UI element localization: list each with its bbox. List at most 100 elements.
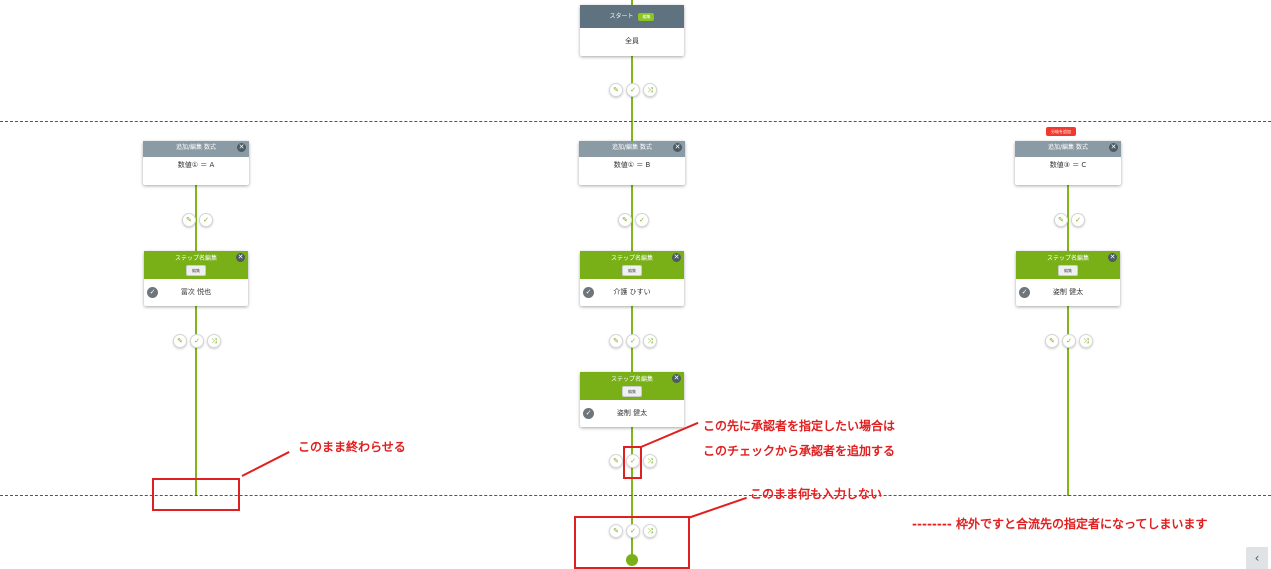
- pencil-icon[interactable]: ✎: [609, 83, 623, 97]
- condition-expression: 数値① ＝ A: [177, 161, 215, 169]
- check-icon[interactable]: ✓: [635, 213, 649, 227]
- step-assignee: 姿制 健太: [1052, 288, 1084, 296]
- pencil-icon[interactable]: ✎: [609, 524, 623, 538]
- condition-node-2[interactable]: 追加/編集 数式 ✕ 数値① ＝ B: [579, 141, 685, 185]
- start-edit-button[interactable]: 編集: [638, 12, 655, 21]
- close-icon[interactable]: ✕: [673, 143, 682, 152]
- pencil-icon[interactable]: ✎: [1054, 213, 1068, 227]
- check-icon[interactable]: ✓: [626, 83, 640, 97]
- step-node-1-header: ステップ名編集 編集 ✕: [144, 251, 248, 279]
- annotation-no-input: このまま何も入力しない: [750, 487, 883, 501]
- check-icon[interactable]: ✓: [199, 213, 213, 227]
- start-node-body: 全員: [580, 28, 684, 56]
- merge-actions: ✎ ✓ ⤨: [609, 524, 657, 538]
- chevron-left-icon[interactable]: ‹: [1246, 547, 1268, 569]
- branch-icon[interactable]: ⤨: [207, 334, 221, 348]
- condition-node-1-body: 数値① ＝ A: [143, 157, 249, 185]
- annotation-line-left: [241, 451, 290, 477]
- check-icon[interactable]: ✓: [1062, 334, 1076, 348]
- step-node-2[interactable]: ステップ名編集 編集 ✕ ✓ 介護 ひすい: [580, 251, 684, 306]
- step-node-2b[interactable]: ステップ名編集 編集 ✕ ✓ 姿制 健太: [580, 372, 684, 427]
- step-2-actions: ✎ ✓ ⤨: [609, 334, 657, 348]
- branch-area-top-boundary: [0, 121, 1271, 122]
- annotation-add-approver-line1: この先に承認者を指定したい場合は: [703, 419, 896, 433]
- step-assignee: 介護 ひすい: [613, 288, 651, 296]
- condition-node-3-body: 数値③ ＝ C: [1015, 157, 1121, 185]
- pencil-icon[interactable]: ✎: [1045, 334, 1059, 348]
- step-title: ステップ名編集: [610, 255, 653, 262]
- close-icon[interactable]: ✕: [672, 374, 681, 383]
- annotation-add-approver-line2: このチェックから承認者を追加する: [703, 444, 896, 458]
- start-node[interactable]: スタート 編集 全員: [580, 5, 684, 56]
- step-assignee: 姿制 健太: [616, 409, 648, 417]
- step-title: ステップ名編集: [610, 376, 653, 383]
- start-node-header: スタート 編集: [580, 5, 684, 28]
- pencil-icon[interactable]: ✎: [182, 213, 196, 227]
- step-node-3[interactable]: ステップ名編集 編集 ✕ ✓ 姿制 健太: [1016, 251, 1120, 306]
- condition-title: 追加/編集 数式: [612, 144, 652, 151]
- end-point: [626, 554, 638, 566]
- branch-icon[interactable]: ⤨: [643, 454, 657, 468]
- branch-icon[interactable]: ⤨: [643, 524, 657, 538]
- pencil-icon[interactable]: ✎: [609, 454, 623, 468]
- check-circle-icon: ✓: [147, 287, 158, 298]
- pencil-icon[interactable]: ✎: [618, 213, 632, 227]
- check-icon[interactable]: ✓: [626, 454, 640, 468]
- condition-node-2-body: 数値① ＝ B: [579, 157, 685, 185]
- step-node-1[interactable]: ステップ名編集 編集 ✕ ✓ 冨次 悦也: [144, 251, 248, 306]
- annotation-box-merge: [574, 516, 690, 569]
- start-actions: ✎ ✓ ⤨: [609, 83, 657, 97]
- branch-area-bottom-boundary: [0, 495, 1271, 496]
- check-circle-icon: ✓: [1019, 287, 1030, 298]
- pencil-icon[interactable]: ✎: [609, 334, 623, 348]
- close-icon[interactable]: ✕: [236, 253, 245, 262]
- annotation-box-left-end: [152, 478, 240, 511]
- condition-3-actions: ✎ ✓: [1054, 213, 1085, 227]
- step-node-3-body: ✓ 姿制 健太: [1016, 279, 1120, 306]
- step-edit-button[interactable]: 編集: [1058, 265, 1078, 276]
- step-edit-button[interactable]: 編集: [622, 265, 642, 276]
- connector-main-mid: [631, 96, 633, 561]
- condition-1-actions: ✎ ✓: [182, 213, 213, 227]
- add-branch-button[interactable]: 分岐を追加: [1046, 127, 1076, 136]
- start-node-assignee: 全員: [625, 37, 639, 45]
- annotation-outside-note: -------- 枠外ですと合流先の指定者になってしまいます: [912, 517, 1208, 531]
- condition-node-3[interactable]: 追加/編集 数式 ✕ 数値③ ＝ C: [1015, 141, 1121, 185]
- branch-icon[interactable]: ⤨: [643, 334, 657, 348]
- condition-node-1-header: 追加/編集 数式 ✕: [143, 141, 249, 157]
- annotation-line-merge: [687, 496, 747, 519]
- check-icon[interactable]: ✓: [626, 334, 640, 348]
- check-icon[interactable]: ✓: [1071, 213, 1085, 227]
- check-circle-icon: ✓: [583, 287, 594, 298]
- condition-title: 追加/編集 数式: [1048, 144, 1088, 151]
- condition-node-1[interactable]: 追加/編集 数式 ✕ 数値① ＝ A: [143, 141, 249, 185]
- annotation-finish-as-is: このまま終わらせる: [298, 440, 406, 454]
- check-icon[interactable]: ✓: [626, 524, 640, 538]
- step-node-3-header: ステップ名編集 編集 ✕: [1016, 251, 1120, 279]
- close-icon[interactable]: ✕: [1109, 143, 1118, 152]
- start-node-title: スタート: [609, 13, 634, 20]
- annotation-box-check: [623, 446, 642, 479]
- step-node-2-body: ✓ 介護 ひすい: [580, 279, 684, 306]
- step-edit-button[interactable]: 編集: [622, 386, 642, 397]
- close-icon[interactable]: ✕: [1108, 253, 1117, 262]
- condition-title: 追加/編集 数式: [176, 144, 216, 151]
- condition-2-actions: ✎ ✓: [618, 213, 649, 227]
- step-edit-button[interactable]: 編集: [186, 265, 206, 276]
- condition-node-3-header: 追加/編集 数式 ✕: [1015, 141, 1121, 157]
- check-icon[interactable]: ✓: [190, 334, 204, 348]
- branch-icon[interactable]: ⤨: [1079, 334, 1093, 348]
- step-node-2-header: ステップ名編集 編集 ✕: [580, 251, 684, 279]
- close-icon[interactable]: ✕: [237, 143, 246, 152]
- step-assignee: 冨次 悦也: [180, 288, 212, 296]
- step-node-2b-header: ステップ名編集 編集 ✕: [580, 372, 684, 400]
- step-node-2b-body: ✓ 姿制 健太: [580, 400, 684, 427]
- condition-expression: 数値③ ＝ C: [1049, 161, 1087, 169]
- branch-icon[interactable]: ⤨: [643, 83, 657, 97]
- pencil-icon[interactable]: ✎: [173, 334, 187, 348]
- step-2b-actions: ✎ ✓ ⤨: [609, 454, 657, 468]
- step-3-actions: ✎ ✓ ⤨: [1045, 334, 1093, 348]
- step-title: ステップ名編集: [174, 255, 217, 262]
- step-title: ステップ名編集: [1046, 255, 1089, 262]
- close-icon[interactable]: ✕: [672, 253, 681, 262]
